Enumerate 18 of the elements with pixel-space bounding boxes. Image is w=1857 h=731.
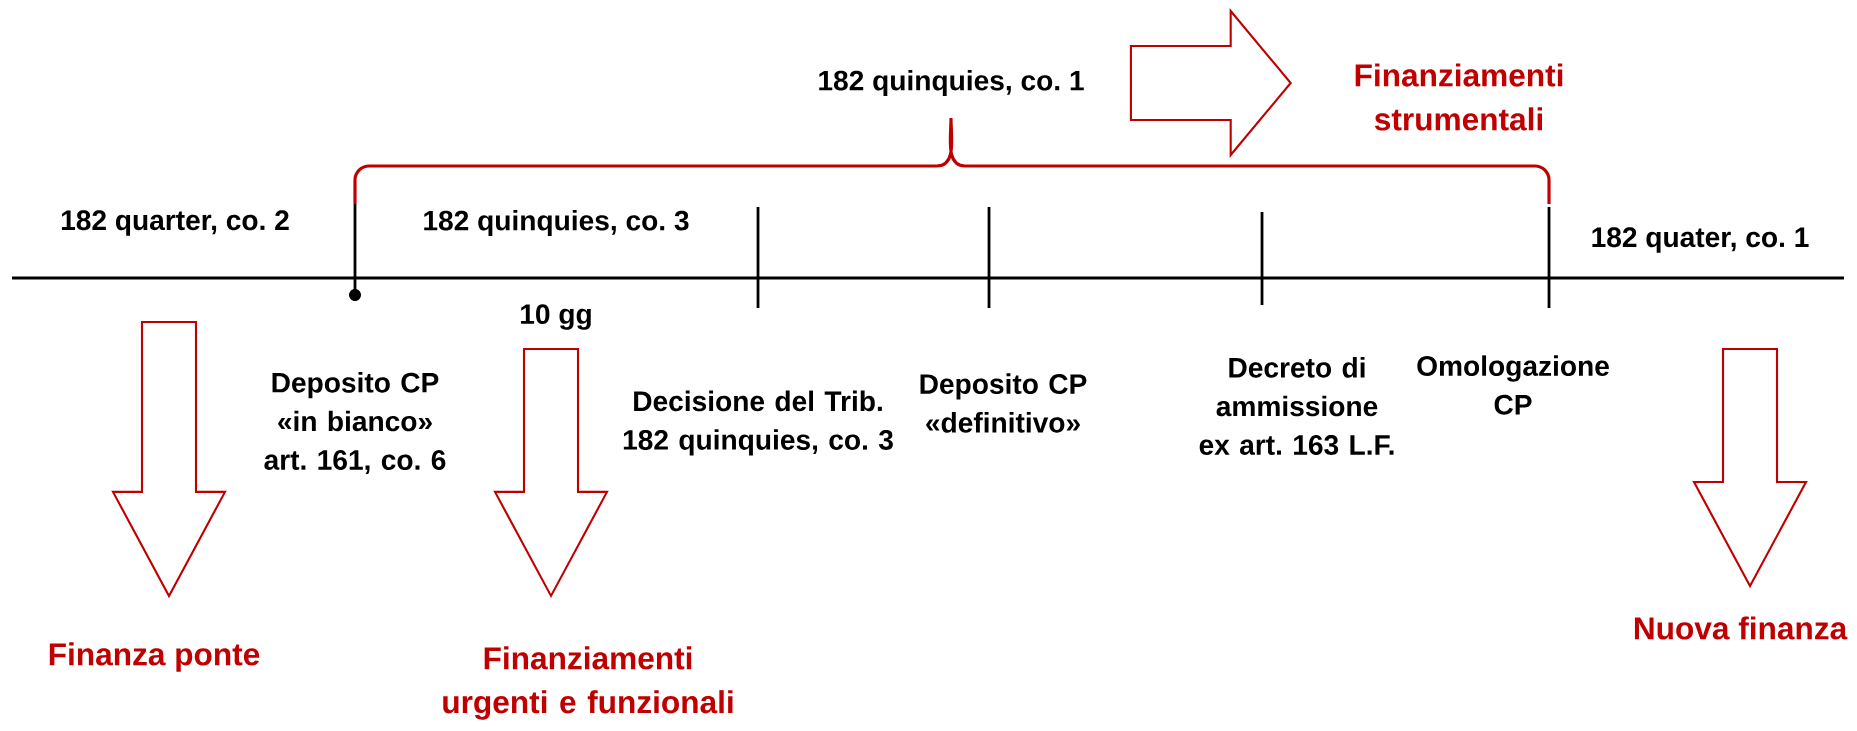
finance-label: Nuova finanza bbox=[1634, 616, 1848, 640]
timeline-label: Deposito CP «in bianco» art. 161, co. 6 bbox=[264, 372, 446, 474]
block-arrow bbox=[1129, 8, 1293, 158]
timeline-label: 182 quarter, co. 2 bbox=[61, 210, 289, 236]
timeline-label: 182 quinquies, co. 3 bbox=[424, 209, 689, 237]
period-label: 182 quinquies, co. 1 bbox=[819, 69, 1084, 97]
timeline-label: Decreto di ammissione ex art. 163 L.F. bbox=[1199, 357, 1394, 455]
finance-label: Finanza ponte bbox=[49, 642, 260, 672]
timeline-label: 10 gg bbox=[521, 304, 591, 330]
timeline-label: Decisione del Trib. 182 quinquies, co. 3 bbox=[623, 390, 893, 456]
block-arrow bbox=[111, 320, 227, 599]
finance-label: Finanziamenti urgenti e funzionali bbox=[443, 646, 733, 720]
timeline-label: 182 quater, co. 1 bbox=[1592, 227, 1809, 253]
block-arrow bbox=[493, 347, 609, 599]
finance-label: Finanziamenti strumentali bbox=[1355, 63, 1563, 131]
block-arrow bbox=[1692, 347, 1808, 589]
timeline-label: Deposito CP «definitivo» bbox=[920, 373, 1087, 433]
timeline-label: Omologazione CP bbox=[1417, 355, 1609, 415]
